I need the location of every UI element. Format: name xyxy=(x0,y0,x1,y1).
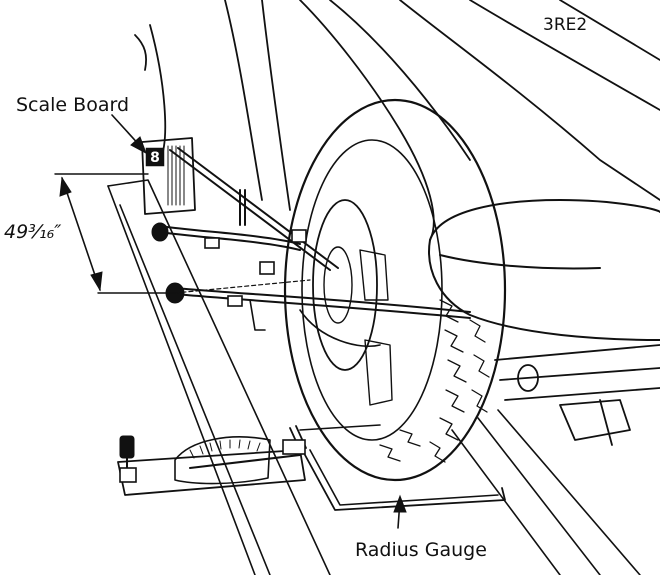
radius-gauge-label: Radius Gauge xyxy=(355,539,487,561)
tire-outer xyxy=(283,98,507,482)
measurement-label: 49³⁄₁₆″ xyxy=(4,221,61,243)
hub-cap xyxy=(323,246,353,324)
tire-tread xyxy=(379,299,490,463)
rim xyxy=(312,199,378,371)
radius-gauge xyxy=(117,424,506,511)
tram-gauge xyxy=(151,147,471,347)
measurement-dimension xyxy=(54,173,311,294)
dimension-arrow xyxy=(61,177,101,291)
body-cushion xyxy=(428,199,660,341)
car-body xyxy=(134,0,660,446)
scale-board: 8 xyxy=(141,137,196,215)
wheel-assembly xyxy=(283,98,507,482)
scale-board-mark: 8 xyxy=(150,150,160,166)
floor-runway xyxy=(107,179,641,575)
label-leaders xyxy=(111,114,407,529)
figure-code: 3RE2 xyxy=(543,15,587,35)
tire-inner xyxy=(301,139,443,441)
dimension-line-bottom-ext xyxy=(174,279,311,294)
scale-board-label: Scale Board xyxy=(16,94,129,116)
